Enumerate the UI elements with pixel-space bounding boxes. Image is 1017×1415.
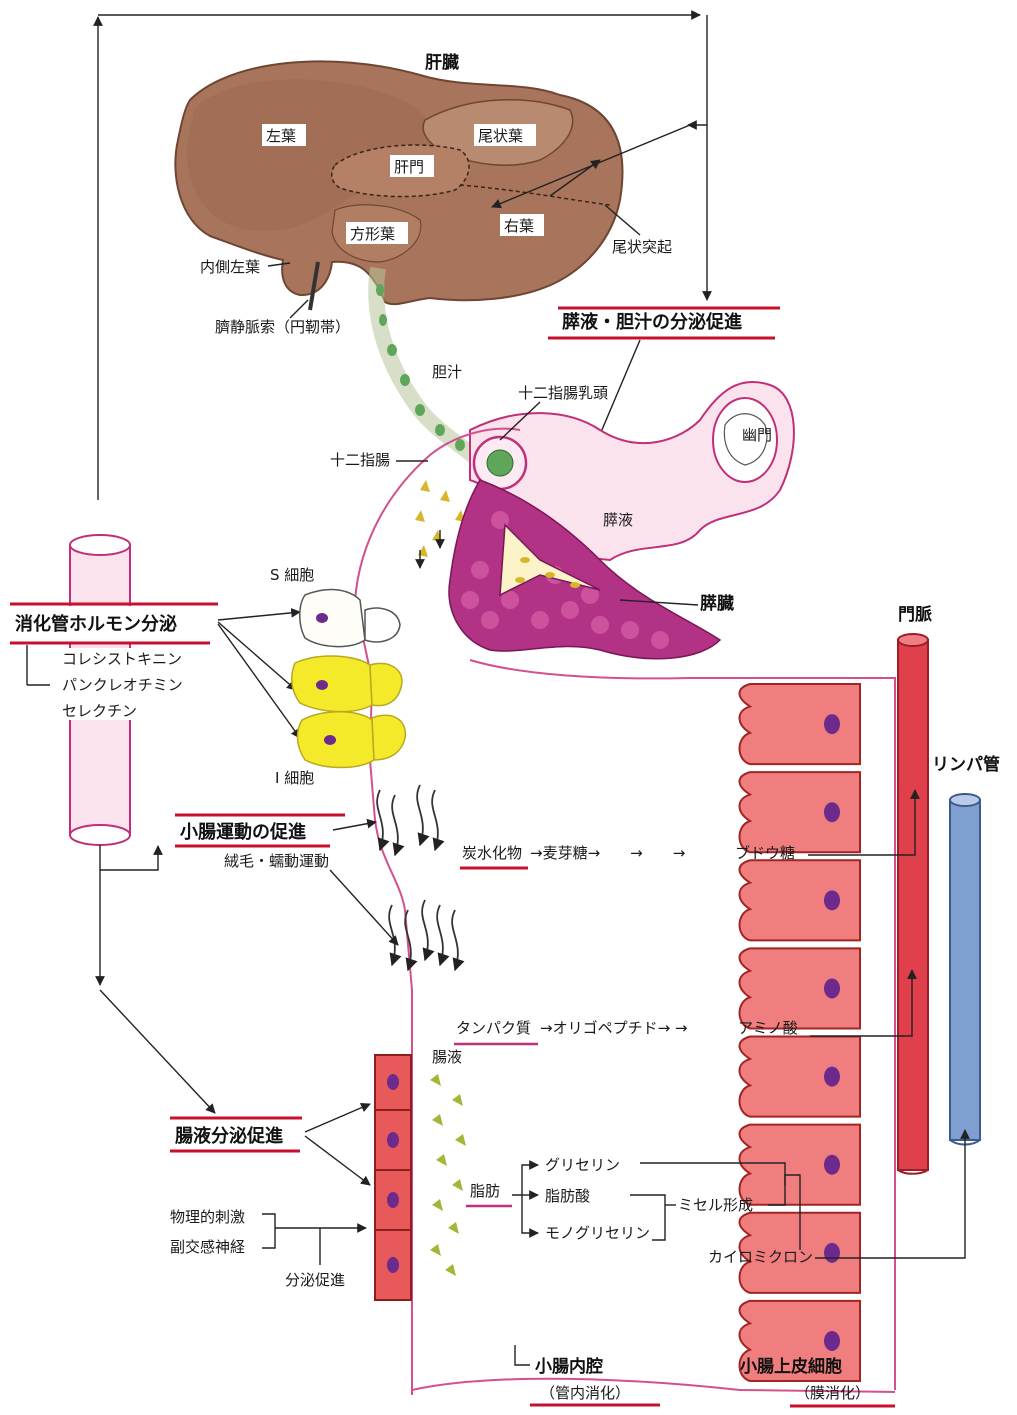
cell-nucleus <box>824 1243 840 1263</box>
intestinal-secretion-label: 腸液分泌促進 <box>175 1125 283 1147</box>
cell-nucleus <box>824 802 840 822</box>
ligament-label: 臍静脈索（円靭帯） <box>215 318 350 336</box>
epithelial-cell <box>740 948 861 1028</box>
liver-title: 肝臓 <box>425 53 459 73</box>
i-cell-label: I 細胞 <box>275 769 314 787</box>
fat-source: 脂肪 <box>470 1182 500 1200</box>
carb-product: ブドウ糖 <box>735 844 795 862</box>
fat-pathway: 脂肪 グリセリン 脂肪酸 モノグリセリン ミセル形成 カイロミクロン <box>466 1130 965 1266</box>
caudate-process-label: 尾状突起 <box>612 238 672 256</box>
motility-title: 小腸運動の促進 <box>180 821 306 843</box>
pylorus-label: 幽門 <box>742 426 772 444</box>
protein-product: アミノ酸 <box>738 1019 798 1037</box>
fat-item-monoglycerin: モノグリセリン <box>545 1224 650 1242</box>
duodenal-papilla-label: 十二指腸乳頭 <box>518 384 608 402</box>
cell-nucleus <box>824 1067 840 1087</box>
fat-item-fatty-acid: 脂肪酸 <box>545 1187 590 1205</box>
secretion-label: 分泌促進 <box>285 1271 345 1289</box>
medial-left-lobe-label: 内側左葉 <box>200 258 260 276</box>
cell-nucleus <box>824 978 840 998</box>
stimulus-parasympathetic: 副交感神経 <box>170 1238 245 1256</box>
caudate-lobe-label: 尾状葉 <box>478 127 523 145</box>
carb-mid: →麦芽糖→ → → <box>530 844 685 862</box>
epithelial-cell <box>740 772 861 852</box>
pancreas-label: 膵臓 <box>700 593 734 614</box>
lymph-duct-label: リンパ管 <box>932 754 1000 775</box>
hilum-label: 肝門 <box>394 158 424 176</box>
right-lobe-label: 右葉 <box>504 217 534 235</box>
lumen-title: 小腸内腔 <box>535 1356 603 1377</box>
portal-vein-label: 門脈 <box>898 604 932 625</box>
i-cell-upper <box>292 656 372 712</box>
protein-source: タンパク質 <box>456 1019 531 1037</box>
intestinal-juice-label: 腸液 <box>432 1048 462 1066</box>
epithelial-cell <box>740 860 861 940</box>
chylomicron-label: カイロミクロン <box>708 1248 813 1266</box>
lymph-duct: リンパ管 <box>932 754 1000 1145</box>
hormone-item-3: セレクチン <box>62 702 137 720</box>
s-cell <box>300 590 365 647</box>
duodenum-label: 十二指腸 <box>330 451 390 469</box>
cell-nucleus <box>824 1155 840 1175</box>
fat-item-glycerin: グリセリン <box>545 1156 620 1174</box>
secretion-promo-label: 膵液・胆汁の分泌促進 <box>561 311 742 333</box>
peristalsis-marks <box>377 785 458 970</box>
epithelial-cell <box>740 684 861 764</box>
intestinal-gland: 腸液 <box>375 1048 466 1300</box>
cell-nucleus <box>824 1331 840 1351</box>
epithelium-sub: （膜消化） <box>795 1384 870 1402</box>
pancreatic-juice-label: 膵液 <box>603 511 633 529</box>
epithelium-title: 小腸上皮細胞 <box>740 1356 842 1377</box>
protein-mid: →オリゴペプチド→ → <box>540 1019 687 1037</box>
s-cell-label: S 細胞 <box>270 566 314 584</box>
cell-nucleus <box>824 714 840 734</box>
micelle-label: ミセル形成 <box>678 1196 753 1214</box>
hormone-title: 消化管ホルモン分泌 <box>15 613 177 635</box>
lumen-block: 小腸内腔 （管内消化） <box>515 1345 660 1405</box>
intestinal-secretion-block: 腸液分泌促進 <box>100 870 370 1185</box>
motility-block: 小腸運動の促進 絨毛・蠕動運動 <box>100 815 398 945</box>
motility-sub: 絨毛・蠕動運動 <box>224 852 329 870</box>
portal-vein: 門脈 <box>898 604 932 1174</box>
quadrate-lobe-label: 方形葉 <box>350 225 395 243</box>
left-lobe-label: 左葉 <box>266 127 296 145</box>
hormone-block: 消化管ホルモン分泌 コレシストキニン パンクレオチミン セレクチン <box>10 604 300 738</box>
hormone-item-1: コレシストキニン <box>62 650 182 668</box>
epithelial-cell <box>740 1037 861 1117</box>
stimuli-block: 物理的刺激 副交感神経 分泌促進 <box>170 1208 366 1289</box>
enteroendocrine-cells: S 細胞 I 細胞 <box>270 566 405 787</box>
lumen-sub: （管内消化） <box>540 1384 630 1402</box>
liver: 肝臓 左葉 尾状葉 肝門 右葉 方形葉 内側左葉 尾状突起 臍静脈索（円靭帯） <box>175 53 690 336</box>
hormone-item-2: パンクレオチミン <box>62 676 183 694</box>
carb-source: 炭水化物 <box>462 844 522 862</box>
cell-nucleus <box>824 890 840 910</box>
stimulus-physical: 物理的刺激 <box>170 1208 245 1226</box>
bile-label: 胆汁 <box>432 363 462 381</box>
